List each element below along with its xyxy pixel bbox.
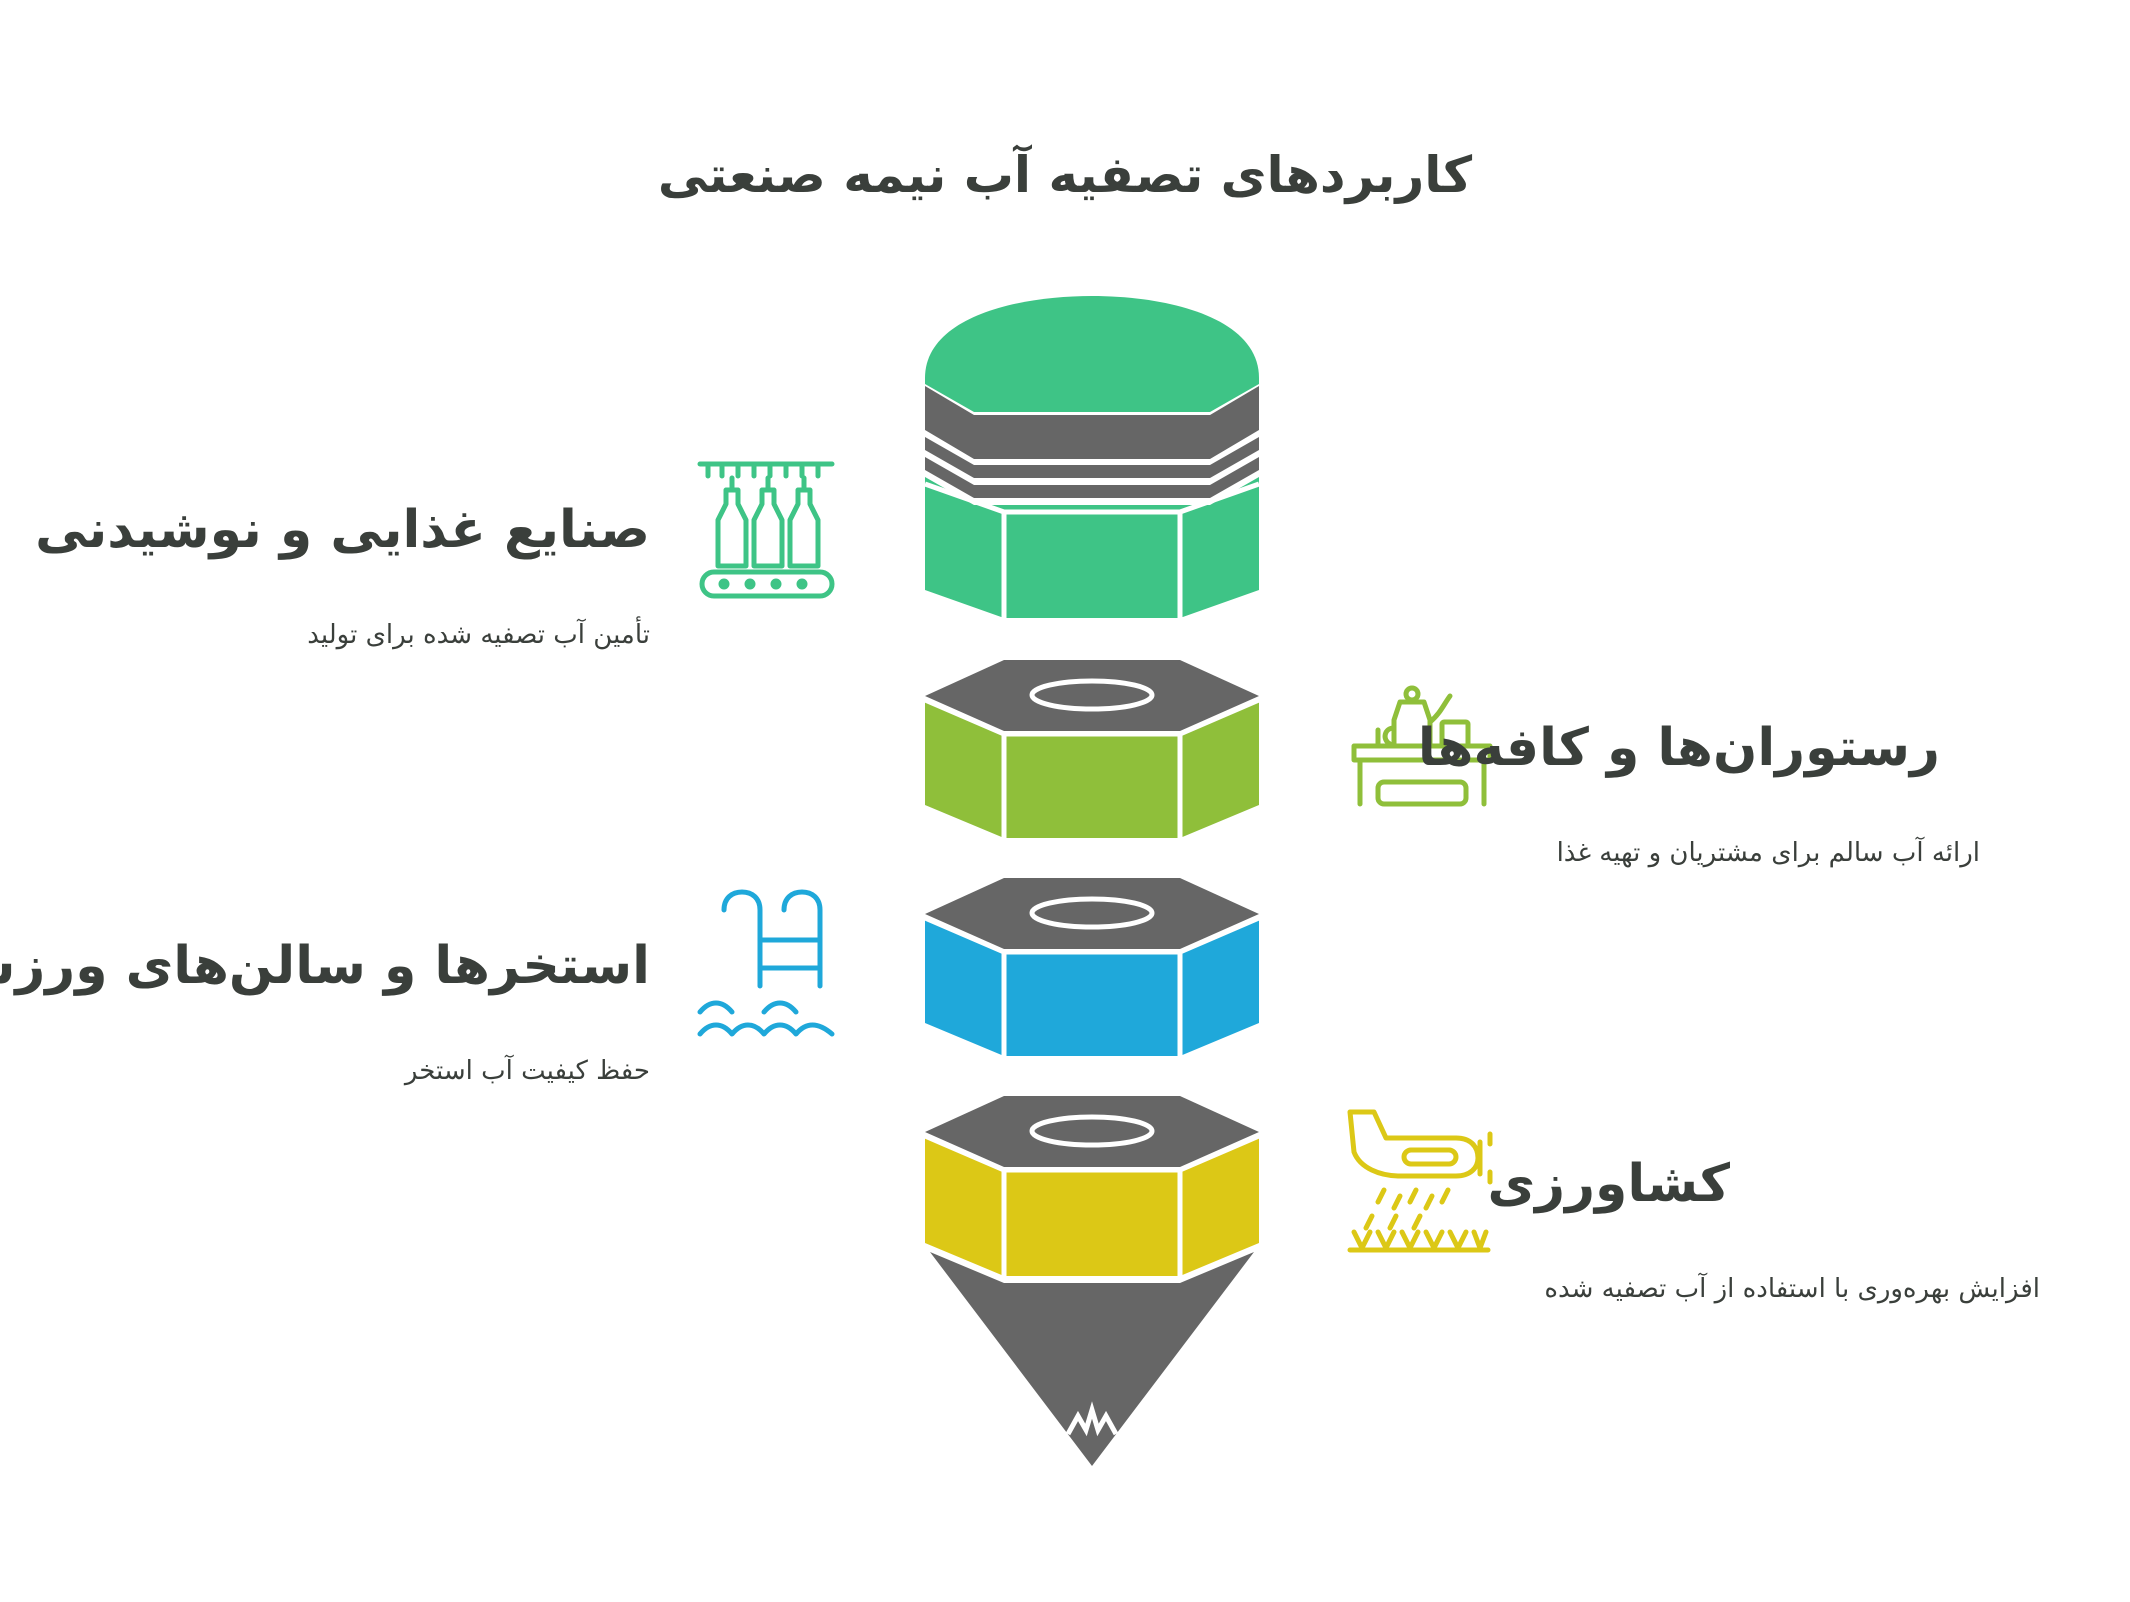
desc-food-beverage: تأمین آب تصفیه شده برای تولید (307, 620, 650, 650)
segment-food-beverage (924, 296, 1260, 618)
segment-restaurants-cafes (924, 660, 1260, 838)
segment-pools-gyms (924, 878, 1260, 1056)
page-title: کاربردهای تصفیه آب نیمه صنعتی (657, 146, 1473, 204)
bottling-conveyor-icon (697, 461, 835, 599)
heading-restaurants-cafes: رستوران‌ها و کافه‌ها (1417, 718, 1940, 778)
heading-agriculture: کشاورزی (1487, 1154, 1730, 1214)
desc-pools-gyms: حفظ کیفیت آب استخر (404, 1056, 650, 1086)
segment-agriculture (924, 1096, 1260, 1466)
heading-pools-gyms: استخرها و سالن‌های ورزشی (0, 936, 650, 996)
desc-agriculture: افزایش بهره‌وری با استفاده از آب تصفیه ش… (1544, 1274, 2040, 1304)
cafe-table-icon (1351, 685, 1493, 807)
desc-restaurants-cafes: ارائه آب سالم برای مشتریان و تهیه غذا (1556, 838, 1980, 868)
pool-ladder-icon (697, 889, 835, 1037)
heading-food-beverage: صنایع غذایی و نوشیدنی (35, 500, 650, 560)
crop-duster-plane-icon (1347, 1109, 1493, 1253)
